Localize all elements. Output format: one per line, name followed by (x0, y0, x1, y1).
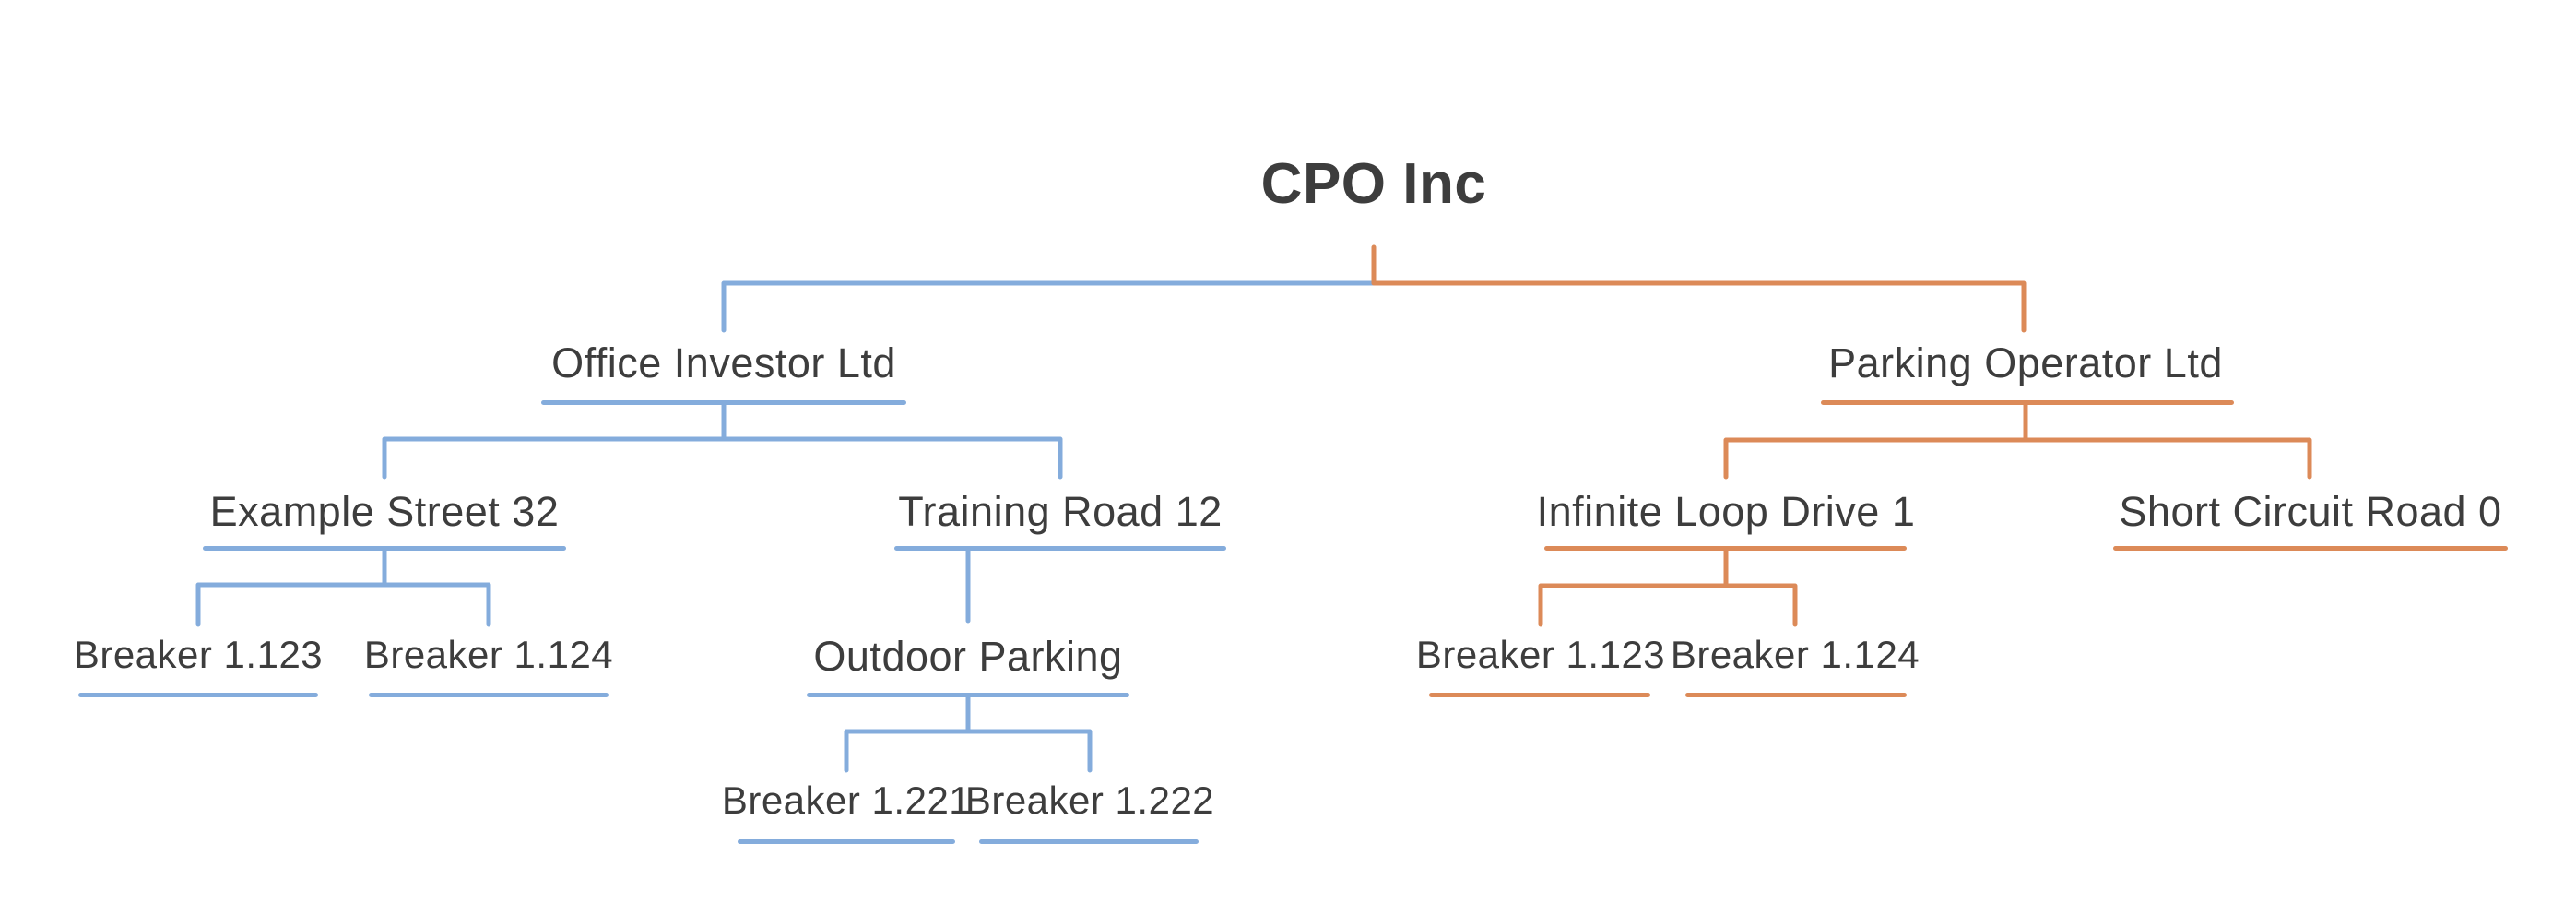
underline-parking-operator-ltd (1821, 400, 2234, 405)
node-breaker-1-123-left[interactable]: Breaker 1.123 (73, 633, 324, 676)
node-training-road-12[interactable]: Training Road 12 (898, 488, 1223, 535)
node-breaker-1-221[interactable]: Breaker 1.221 (721, 778, 972, 822)
underline-training-road-12 (894, 546, 1226, 551)
node-cpo-inc[interactable]: CPO Inc (1260, 152, 1487, 216)
underline-breaker-1-124-left (369, 693, 609, 697)
connector-infinite-children-bus (1538, 583, 1798, 627)
connector-office-children-bus (382, 436, 1063, 480)
underline-breaker-1-124-right (1685, 693, 1907, 697)
node-breaker-1-123-right[interactable]: Breaker 1.123 (1415, 633, 1666, 676)
node-parking-operator-ltd[interactable]: Parking Operator Ltd (1828, 339, 2223, 386)
underline-outdoor-parking (807, 693, 1129, 697)
connector-root-to-office (721, 280, 1377, 333)
node-example-street-32[interactable]: Example Street 32 (209, 488, 560, 535)
underline-infinite-loop-drive-1 (1544, 546, 1907, 551)
connector-example-children-bus (195, 582, 491, 627)
connector-outdoor-children-bus (844, 729, 1093, 773)
connector-root-to-parking (1371, 244, 2027, 333)
node-infinite-loop-drive-1[interactable]: Infinite Loop Drive 1 (1536, 488, 1916, 535)
node-short-circuit-road-0[interactable]: Short Circuit Road 0 (2119, 488, 2502, 535)
node-breaker-1-124-left[interactable]: Breaker 1.124 (363, 633, 614, 676)
underline-breaker-1-123-left (78, 693, 318, 697)
node-breaker-1-222[interactable]: Breaker 1.222 (964, 778, 1215, 822)
underline-office-investor-ltd (541, 400, 906, 405)
underline-short-circuit-road-0 (2113, 546, 2508, 551)
connector-parking-children-bus (1723, 437, 2312, 480)
underline-breaker-1-222 (979, 839, 1199, 844)
node-office-investor-ltd[interactable]: Office Investor Ltd (551, 339, 896, 386)
node-breaker-1-124-right[interactable]: Breaker 1.124 (1670, 633, 1920, 676)
underline-breaker-1-221 (738, 839, 955, 844)
underline-example-street-32 (203, 546, 566, 551)
node-outdoor-parking[interactable]: Outdoor Parking (813, 633, 1123, 680)
underline-breaker-1-123-right (1429, 693, 1650, 697)
